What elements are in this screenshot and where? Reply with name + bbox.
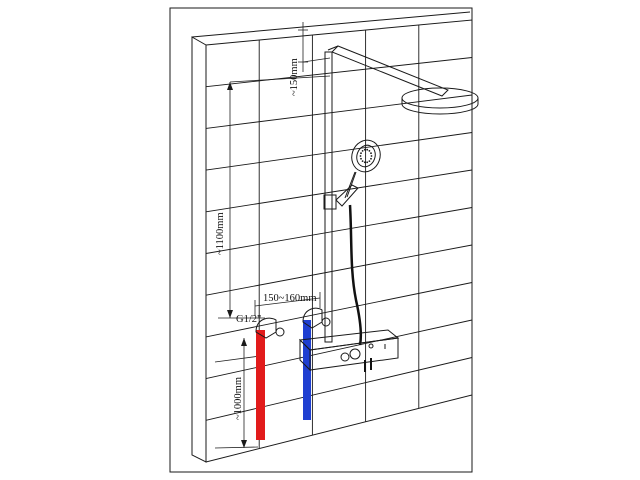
wall-tiles	[191, 11, 473, 463]
inlet-thread-label: G1/2"	[236, 314, 261, 325]
cold-water-pipe	[303, 320, 311, 420]
rain-shower-head	[401, 87, 479, 115]
head-height-label: ~1100mm	[215, 212, 226, 255]
top-offset-label: ~150mm	[289, 58, 300, 96]
shower-column	[324, 45, 449, 343]
mixer-shelf	[298, 329, 400, 372]
inlet-spacing-label: 150~160mm	[263, 293, 317, 304]
wall-face	[205, 19, 473, 463]
hot-water-pipe	[256, 330, 265, 440]
inlet-height-label: ~1000mm	[233, 377, 244, 420]
supply-pipes	[255, 307, 331, 440]
wall-edge	[191, 36, 207, 463]
